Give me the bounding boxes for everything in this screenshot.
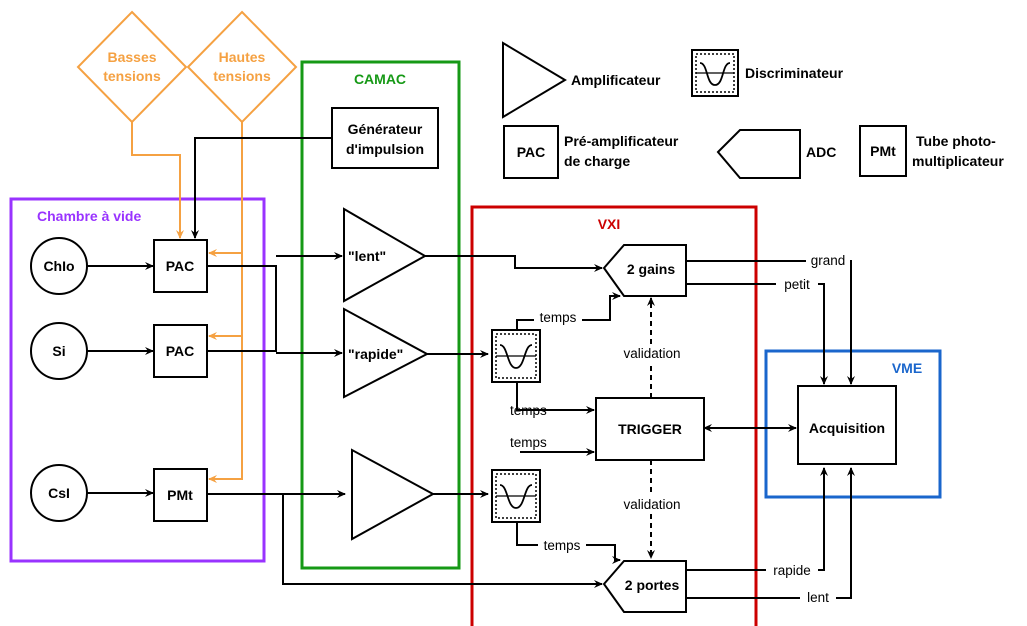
detector-si: Si xyxy=(30,322,88,380)
vacuum-chamber-region xyxy=(9,197,266,563)
legend-pac-desc-line1: Pré-amplificateur xyxy=(564,133,679,149)
legend-pac-box-label: PAC xyxy=(517,144,546,160)
label-lent: lent xyxy=(807,590,829,605)
pac-box-1-label: PAC xyxy=(166,258,195,274)
acquisition-label: Acquisition xyxy=(809,420,885,436)
legend-discriminator-label: Discriminateur xyxy=(745,65,844,81)
amplifier-fast-label: "rapide" xyxy=(348,346,403,362)
pac-box-2 xyxy=(153,324,208,378)
label-validation-bottom: validation xyxy=(623,497,680,512)
label-grand: grand xyxy=(811,253,846,268)
detector-csi-label: CsI xyxy=(48,485,70,501)
black-signal-wires xyxy=(87,137,855,599)
legend-pmt-desc-line1: Tube photo- xyxy=(916,133,996,149)
amplifier-slow xyxy=(343,207,428,303)
legend-adc-symbol xyxy=(716,129,801,179)
label-temps-left2: temps xyxy=(510,435,547,450)
vxi-region xyxy=(470,205,758,626)
detector-chio: ChIo xyxy=(30,237,88,295)
adc-two-gates-label: 2 portes xyxy=(625,577,680,593)
amplifier-csi xyxy=(351,448,436,541)
detector-si-label: Si xyxy=(52,343,65,359)
legend: Amplificateur Discriminateur PAC Pré-amp… xyxy=(502,41,1004,179)
trigger-label: TRIGGER xyxy=(618,421,682,437)
adc-two-gains xyxy=(602,244,687,297)
vacuum-chamber-label: Chambre à vide xyxy=(37,208,141,224)
camac-region xyxy=(300,60,461,570)
discriminator-fast xyxy=(491,329,541,383)
legend-pac-desc-line2: de charge xyxy=(564,153,630,169)
amplifier-slow-label: "lent" xyxy=(348,248,386,264)
high-voltage-label-line2: tensions xyxy=(213,68,271,84)
signal-labels: temps validation temps temps validation … xyxy=(510,252,850,606)
label-temps-bottom: temps xyxy=(544,538,581,553)
pmt-box-label: PMt xyxy=(167,487,193,503)
pulse-generator-label-line2: d'impulsion xyxy=(346,141,424,157)
legend-pmt-box-label: PMt xyxy=(870,143,896,159)
label-temps-top: temps xyxy=(540,310,577,325)
legend-pac-symbol xyxy=(503,125,559,179)
camac-label: CAMAC xyxy=(354,71,406,87)
label-petit: petit xyxy=(784,277,810,292)
vme-label: VME xyxy=(892,360,922,376)
high-voltage-supply: Hautes tensions xyxy=(186,10,298,124)
pulse-generator-label-line1: Générateur xyxy=(348,121,423,137)
pmt-box xyxy=(153,468,208,522)
pac-box-2-label: PAC xyxy=(166,343,195,359)
acquisition-box xyxy=(797,385,897,465)
pulse-generator-box xyxy=(331,107,439,169)
label-temps-left1: temps xyxy=(510,403,547,418)
legend-adc-label: ADC xyxy=(806,144,836,160)
legend-discriminator-symbol xyxy=(691,49,739,97)
detector-csi: CsI xyxy=(30,464,88,522)
orange-supply-wires xyxy=(131,122,243,483)
low-voltage-label-line1: Basses xyxy=(107,49,156,65)
low-voltage-supply: Basses tensions xyxy=(76,10,188,124)
pac-box-1 xyxy=(153,239,208,293)
vxi-label: VXI xyxy=(598,216,621,232)
legend-pmt-symbol xyxy=(859,125,907,177)
low-voltage-label-line2: tensions xyxy=(103,68,161,84)
adc-two-gates xyxy=(602,560,687,613)
discriminator-csi xyxy=(491,469,541,523)
detector-chio-label: ChIo xyxy=(43,258,74,274)
legend-amplifier-symbol xyxy=(502,41,567,119)
legend-pmt-desc-line2: multiplicateur xyxy=(912,153,1004,169)
label-rapide: rapide xyxy=(773,563,811,578)
high-voltage-label-line1: Hautes xyxy=(219,49,266,65)
adc-two-gains-label: 2 gains xyxy=(627,261,675,277)
trigger-box xyxy=(595,397,705,461)
label-validation-top: validation xyxy=(623,346,680,361)
legend-amplifier-label: Amplificateur xyxy=(571,72,661,88)
amplifier-fast xyxy=(343,307,430,399)
